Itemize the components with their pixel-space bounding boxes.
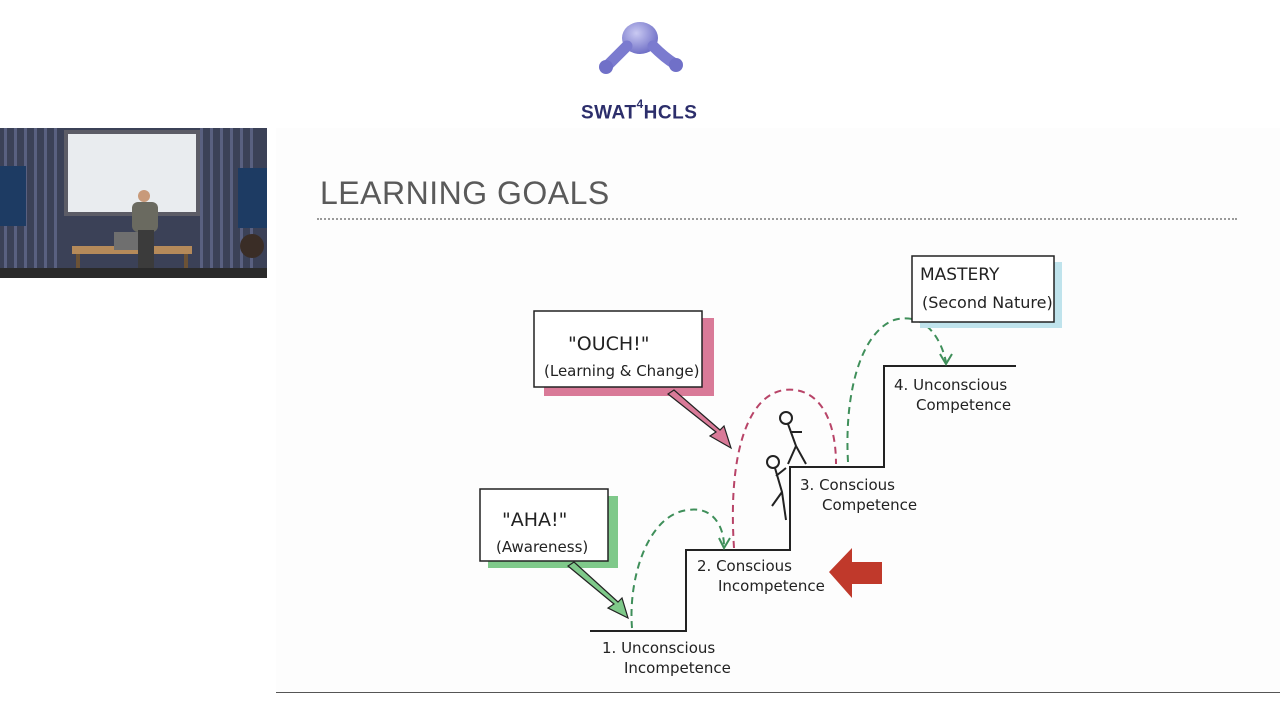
arrowhead-2 xyxy=(939,353,953,366)
svg-text:Incompetence: Incompetence xyxy=(624,659,731,677)
current-stage-arrow-icon xyxy=(829,548,882,598)
arrowhead-1 xyxy=(718,537,731,551)
green-arc-1 xyxy=(630,508,725,629)
presenter-video-icon xyxy=(0,128,267,278)
pink-arc xyxy=(731,388,837,549)
ouch-arrow-icon xyxy=(666,389,733,450)
step-4-label: 4. Unconscious Competence xyxy=(894,376,1011,414)
swat4hcls-logo: SWAT4HCLS xyxy=(575,18,705,123)
mastery-line1: MASTERY xyxy=(920,265,1000,285)
svg-text:1. Unconscious: 1. Unconscious xyxy=(602,639,715,657)
slide: LEARNING GOALS MASTERY (Second Nature) xyxy=(276,128,1280,693)
learning-stairs-diagram: MASTERY (Second Nature) "OUCH!" (Learnin… xyxy=(479,255,1062,677)
svg-text:2. Conscious: 2. Conscious xyxy=(697,557,792,575)
svg-text:Competence: Competence xyxy=(822,496,917,514)
aha-line1: "AHA!" xyxy=(502,509,567,531)
mastery-callout: MASTERY (Second Nature) xyxy=(911,255,1062,328)
aha-callout: "AHA!" (Awareness) xyxy=(479,488,629,620)
ouch-line1: "OUCH!" xyxy=(568,333,650,355)
title-divider xyxy=(317,218,1237,220)
svg-text:Incompetence: Incompetence xyxy=(718,577,825,595)
logo-text: SWAT4HCLS xyxy=(581,97,698,124)
svg-text:Competence: Competence xyxy=(916,396,1011,414)
step-1-label: 1. Unconscious Incompetence xyxy=(602,639,731,677)
step-2-label: 2. Conscious Incompetence xyxy=(697,557,825,595)
aha-arrow-icon xyxy=(566,561,629,620)
staircase-line xyxy=(590,365,1016,632)
climbers-icon xyxy=(766,411,807,521)
aha-line2: (Awareness) xyxy=(496,538,588,556)
svg-text:3. Conscious: 3. Conscious xyxy=(800,476,895,494)
green-arc-2 xyxy=(846,317,947,463)
step-3-label: 3. Conscious Competence xyxy=(800,476,917,514)
presenter-video[interactable] xyxy=(0,128,267,278)
mastery-line2: (Second Nature) xyxy=(922,293,1053,312)
slide-title: LEARNING GOALS xyxy=(320,175,610,211)
molecule-logo-icon xyxy=(599,22,683,74)
ouch-line2: (Learning & Change) xyxy=(544,362,700,380)
svg-text:4. Unconscious: 4. Unconscious xyxy=(894,376,1007,394)
ouch-callout: "OUCH!" (Learning & Change) xyxy=(533,310,733,450)
